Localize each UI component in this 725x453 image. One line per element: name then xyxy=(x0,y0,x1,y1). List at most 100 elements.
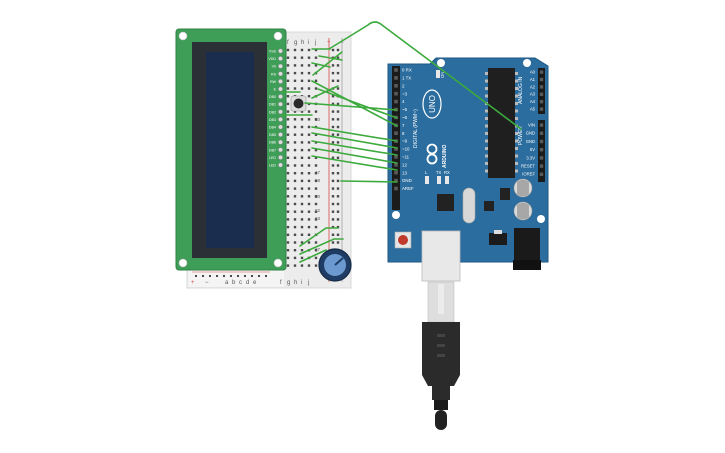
rail-hole[interactable] xyxy=(331,148,335,152)
breadboard-hole[interactable] xyxy=(293,118,297,121)
breadboard-hole[interactable] xyxy=(286,133,290,136)
wire-rail-jumper[interactable] xyxy=(311,62,331,68)
breadboard-hole[interactable] xyxy=(293,64,297,67)
breadboard-hole[interactable] xyxy=(300,241,304,244)
rail-hole[interactable] xyxy=(195,275,197,277)
rail-hole[interactable] xyxy=(237,275,239,277)
power-pin[interactable] xyxy=(539,172,544,176)
wire-pot[interactable] xyxy=(299,238,344,255)
breadboard-hole[interactable] xyxy=(307,64,311,67)
lcd-pin[interactable] xyxy=(278,124,283,130)
breadboard-hole[interactable] xyxy=(307,87,311,90)
breadboard-hole[interactable] xyxy=(314,110,318,113)
rail-hole[interactable] xyxy=(336,110,340,113)
digital-pin[interactable] xyxy=(394,84,398,88)
lcd-pin[interactable] xyxy=(278,162,283,168)
breadboard-hole[interactable] xyxy=(293,141,297,144)
breadboard-hole[interactable] xyxy=(307,110,311,113)
breadboard-hole[interactable] xyxy=(314,256,318,260)
breadboard-hole[interactable] xyxy=(307,195,311,198)
rail-hole[interactable] xyxy=(336,241,340,244)
analog-pin[interactable] xyxy=(539,100,544,104)
rail-hole[interactable] xyxy=(336,79,340,82)
wire-signal[interactable] xyxy=(317,88,398,119)
digital-pin[interactable] xyxy=(394,76,398,80)
wire-pot[interactable] xyxy=(299,249,327,263)
breadboard-hole[interactable] xyxy=(293,179,297,183)
rail-hole[interactable] xyxy=(336,233,340,236)
breadboard-hole[interactable] xyxy=(314,249,318,252)
breadboard-hole[interactable] xyxy=(307,48,311,52)
lcd-pin[interactable] xyxy=(278,109,283,115)
breadboard-hole[interactable] xyxy=(300,172,304,175)
rail-hole[interactable] xyxy=(331,172,335,175)
breadboard-hole[interactable] xyxy=(286,79,290,82)
breadboard-hole[interactable] xyxy=(286,249,290,252)
breadboard-hole[interactable] xyxy=(300,133,304,136)
breadboard-hole[interactable] xyxy=(300,87,304,90)
breadboard-hole[interactable] xyxy=(314,156,318,159)
wire-signal[interactable] xyxy=(311,140,398,156)
breadboard-hole[interactable] xyxy=(293,202,297,206)
breadboard-hole[interactable] xyxy=(300,48,304,52)
breadboard-hole[interactable] xyxy=(314,172,318,175)
rail-hole[interactable] xyxy=(336,71,340,75)
rail-hole[interactable] xyxy=(331,225,335,229)
wire-signal[interactable] xyxy=(311,132,398,149)
rail-hole[interactable] xyxy=(336,141,340,144)
rail-hole[interactable] xyxy=(336,187,340,190)
rail-hole[interactable] xyxy=(331,156,335,159)
rail-hole[interactable] xyxy=(209,275,211,277)
rail-hole[interactable] xyxy=(336,118,340,121)
breadboard-hole[interactable] xyxy=(293,249,297,252)
breadboard-hole[interactable] xyxy=(307,172,311,175)
breadboard-hole[interactable] xyxy=(286,56,290,59)
rail-hole[interactable] xyxy=(331,210,335,213)
power-pin[interactable] xyxy=(539,148,544,152)
breadboard-hole[interactable] xyxy=(286,264,290,267)
rail-hole[interactable] xyxy=(331,187,335,190)
wires[interactable] xyxy=(281,21,522,263)
breadboard-hole[interactable] xyxy=(314,133,318,136)
breadboard-hole[interactable] xyxy=(300,202,304,206)
breadboard-hole[interactable] xyxy=(300,125,304,129)
wire-signal[interactable] xyxy=(311,155,398,171)
wire-signal[interactable] xyxy=(311,147,398,164)
breadboard-hole[interactable] xyxy=(307,264,311,267)
potentiometer[interactable] xyxy=(318,248,352,282)
breadboard-hole[interactable] xyxy=(307,79,311,82)
wire-rail-jumper[interactable] xyxy=(318,55,343,61)
rail-hole[interactable] xyxy=(336,48,340,52)
wire-signal[interactable] xyxy=(311,85,339,99)
rail-hole[interactable] xyxy=(202,275,204,277)
wire-button[interactable] xyxy=(304,102,398,111)
lcd-pin[interactable] xyxy=(278,154,283,160)
breadboard-hole[interactable] xyxy=(300,249,304,252)
breadboard-hole[interactable] xyxy=(286,225,290,229)
breadboard-hole[interactable] xyxy=(314,264,318,267)
breadboard-hole[interactable] xyxy=(307,125,311,129)
rail-hole[interactable] xyxy=(336,102,340,106)
lcd-pin[interactable] xyxy=(278,71,283,77)
breadboard-hole[interactable] xyxy=(286,148,290,152)
rail-hole[interactable] xyxy=(331,241,335,244)
breadboard-hole[interactable] xyxy=(300,118,304,121)
digital-pin[interactable] xyxy=(394,170,398,175)
breadboard-hole[interactable] xyxy=(314,164,318,167)
rail-hole[interactable] xyxy=(331,102,335,106)
analog-pin[interactable] xyxy=(539,107,544,111)
rail-hole[interactable] xyxy=(336,133,340,136)
breadboard-hole[interactable] xyxy=(314,210,318,213)
breadboard-hole[interactable] xyxy=(314,241,318,244)
breadboard-hole[interactable] xyxy=(293,110,297,113)
rail-hole[interactable] xyxy=(336,225,340,229)
rail-hole[interactable] xyxy=(331,218,335,221)
breadboard-hole[interactable] xyxy=(293,195,297,198)
power-pin[interactable] xyxy=(539,156,544,160)
breadboard-hole[interactable] xyxy=(293,133,297,136)
breadboard-hole[interactable] xyxy=(286,64,290,67)
analog-pin[interactable] xyxy=(539,85,544,89)
rail-hole[interactable] xyxy=(216,275,218,277)
breadboard-hole[interactable] xyxy=(293,225,297,229)
